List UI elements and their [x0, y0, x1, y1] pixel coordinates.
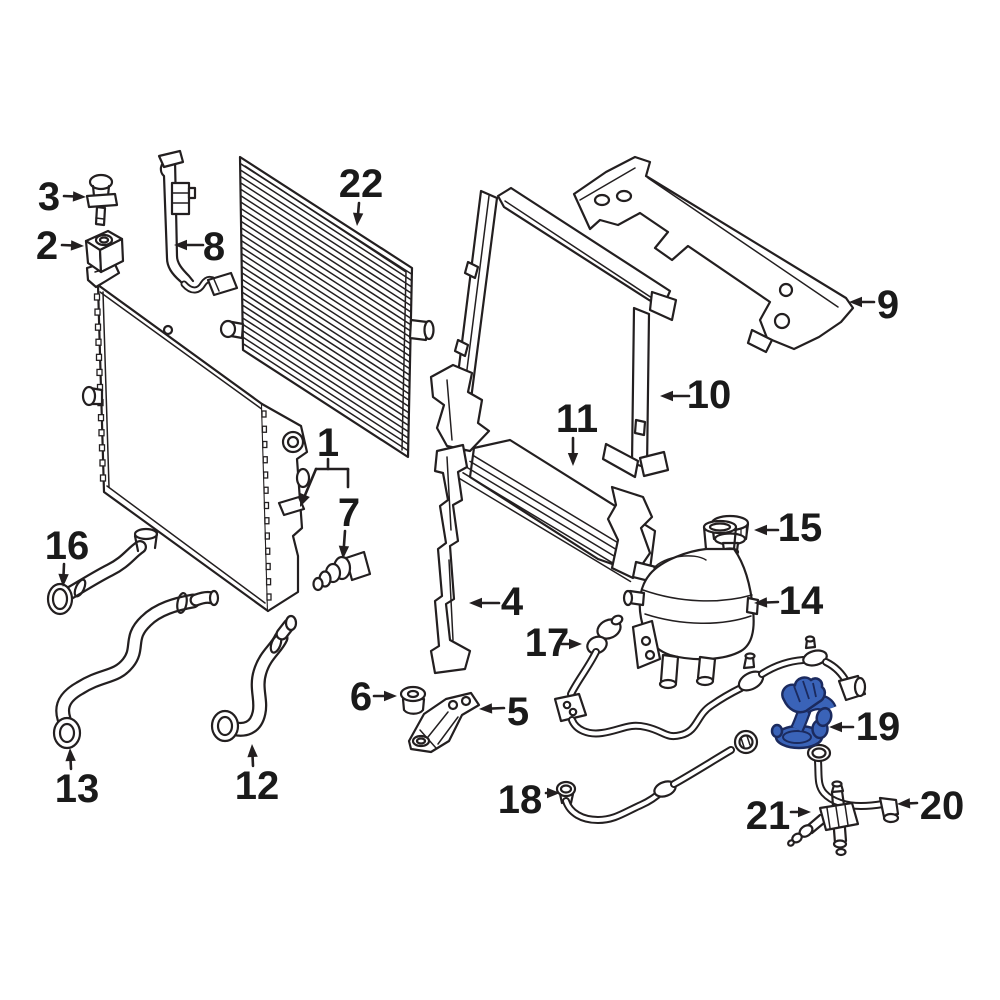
callout-9[interactable]: 9 [849, 283, 899, 327]
part-17-vent-hose[interactable] [553, 614, 867, 740]
part-number-14[interactable]: 14 [779, 579, 824, 623]
callout-16[interactable]: 16 [45, 524, 90, 587]
callout-17[interactable]: 17 [525, 621, 582, 665]
part-9-tie-bar[interactable] [572, 155, 855, 354]
part-number-3[interactable]: 3 [38, 175, 60, 219]
part-number-1[interactable]: 1 [317, 421, 339, 465]
part-number-19[interactable]: 19 [856, 705, 901, 749]
callout-2[interactable]: 2 [36, 224, 84, 268]
callout-20[interactable]: 20 [897, 784, 964, 828]
part-1-radiator[interactable] [81, 258, 311, 613]
callout-1[interactable]: 1 [300, 421, 350, 507]
part-number-16[interactable]: 16 [45, 524, 90, 568]
callout-8[interactable]: 8 [174, 225, 225, 269]
part-4-side-baffle[interactable] [429, 443, 472, 675]
part-number-8[interactable]: 8 [203, 225, 225, 269]
part-number-13[interactable]: 13 [55, 767, 100, 811]
part-5-bracket[interactable] [407, 691, 481, 754]
callout-21[interactable]: 21 [746, 794, 811, 838]
part-8-bracket-rod[interactable] [157, 149, 239, 297]
part-3-mount-pin[interactable] [85, 173, 119, 227]
part-13-hose[interactable] [52, 589, 220, 750]
part-6-grommet[interactable] [399, 685, 427, 715]
part-number-21[interactable]: 21 [746, 794, 791, 838]
part-number-10[interactable]: 10 [687, 373, 732, 417]
part-number-12[interactable]: 12 [235, 764, 280, 808]
part-12-hose[interactable] [210, 614, 298, 743]
part-number-11[interactable]: 11 [556, 397, 598, 441]
part-number-18[interactable]: 18 [498, 778, 543, 822]
part-number-9[interactable]: 9 [877, 283, 899, 327]
callout-22[interactable]: 22 [339, 162, 384, 226]
part-number-17[interactable]: 17 [525, 621, 570, 665]
part-number-15[interactable]: 15 [778, 506, 823, 550]
part-16-hose[interactable] [46, 527, 159, 616]
part-number-6[interactable]: 6 [350, 675, 372, 719]
part-18-vent-hose[interactable] [555, 729, 759, 824]
part-20-vent-hose[interactable] [806, 743, 900, 824]
part-number-22[interactable]: 22 [339, 162, 384, 206]
callout-12[interactable]: 12 [235, 744, 280, 808]
part-22-condenser[interactable] [219, 155, 435, 459]
callout-6[interactable]: 6 [350, 675, 397, 719]
callout-10[interactable]: 10 [660, 373, 731, 417]
part-14-expansion-tank[interactable] [622, 519, 760, 690]
part-7-drain-plug[interactable] [312, 550, 372, 592]
callout-18[interactable]: 18 [498, 778, 560, 822]
callout-3[interactable]: 3 [38, 175, 86, 219]
part-number-2[interactable]: 2 [36, 224, 58, 268]
part-21-t-connector[interactable] [787, 780, 860, 857]
callout-19[interactable]: 19 [829, 705, 900, 749]
callout-4[interactable]: 4 [469, 580, 524, 624]
callout-11[interactable]: 11 [556, 397, 598, 466]
callout-5[interactable]: 5 [479, 690, 529, 734]
part-11-air-shutter[interactable] [429, 363, 662, 585]
part-number-5[interactable]: 5 [507, 690, 529, 734]
callout-15[interactable]: 15 [754, 506, 822, 550]
part-number-7[interactable]: 7 [338, 491, 360, 535]
callout-7[interactable]: 7 [338, 491, 360, 559]
part-2-mount-grommet[interactable] [84, 229, 125, 274]
part-number-4[interactable]: 4 [501, 580, 524, 624]
callout-14[interactable]: 14 [754, 579, 824, 623]
callout-13[interactable]: 13 [55, 748, 100, 811]
part-number-20[interactable]: 20 [920, 784, 965, 828]
part-19-connector-highlighted[interactable] [770, 676, 837, 750]
